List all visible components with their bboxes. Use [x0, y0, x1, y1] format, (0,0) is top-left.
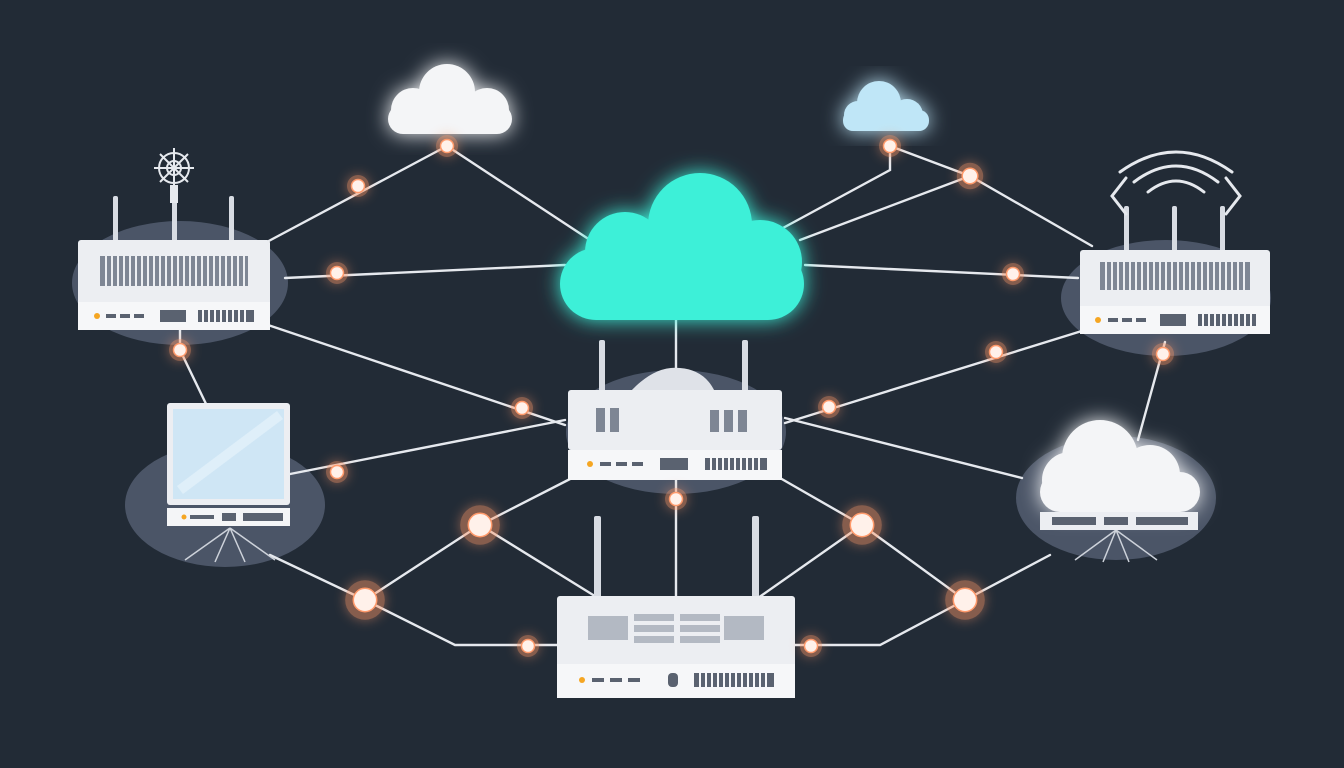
network-node	[800, 635, 822, 657]
network-node	[665, 488, 687, 510]
network-link	[283, 418, 567, 477]
network-link	[445, 144, 592, 242]
network-node	[842, 505, 882, 545]
network-link	[798, 174, 972, 242]
network-node	[956, 162, 984, 190]
network-node	[326, 461, 348, 483]
network-link	[478, 523, 600, 600]
network-node	[1002, 263, 1024, 285]
stand-legs	[184, 527, 1158, 563]
router-icon	[557, 516, 795, 698]
network-link	[778, 476, 1052, 602]
network-node	[985, 341, 1007, 363]
network-node	[511, 397, 533, 419]
router-icon	[78, 196, 270, 330]
monitor-icon	[167, 403, 290, 526]
network-node	[945, 580, 985, 620]
network-link	[268, 476, 574, 602]
network-node	[879, 135, 901, 157]
cloud-icon	[843, 81, 929, 131]
network-link	[783, 416, 1024, 480]
network-node	[517, 635, 539, 657]
network-link	[888, 144, 1094, 248]
network-link	[768, 144, 892, 237]
network-node	[436, 135, 458, 157]
antenna-tower-icon	[154, 148, 194, 203]
network-link	[793, 598, 967, 647]
cloud-icon	[388, 64, 512, 134]
central-cloud-icon	[560, 173, 804, 320]
network-node	[818, 396, 840, 418]
router-icon	[1080, 206, 1270, 334]
network-node	[1152, 343, 1174, 365]
network-node	[169, 339, 191, 361]
wifi-signal-icon	[1110, 150, 1242, 216]
network-node	[345, 580, 385, 620]
network-node	[460, 505, 500, 545]
network-nodes	[169, 135, 1174, 657]
network-node	[347, 175, 369, 197]
router-icon	[568, 340, 782, 480]
server-icon	[1040, 420, 1200, 530]
network-node	[326, 262, 348, 284]
network-link	[803, 263, 1080, 280]
network-link	[756, 523, 864, 600]
